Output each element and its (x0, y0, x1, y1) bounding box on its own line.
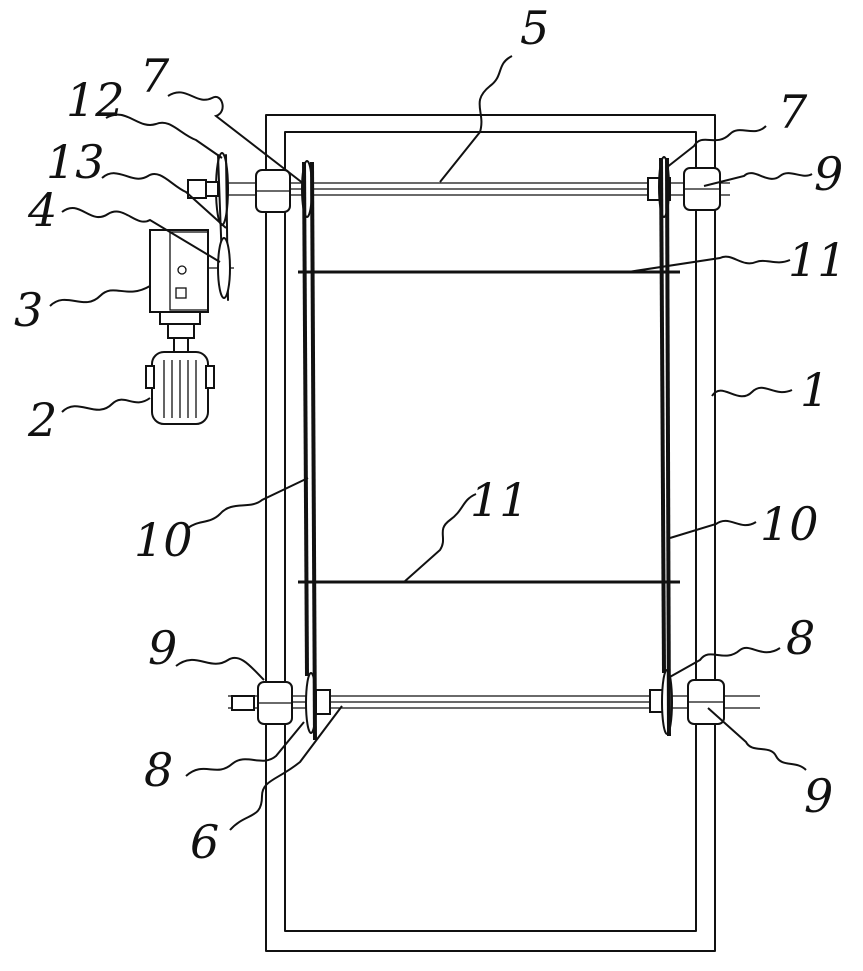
label-upper-right-bearing: 9 (814, 147, 843, 201)
label-motor: 2 (27, 393, 57, 447)
label-upper-right-sprocket: 7 (778, 85, 808, 139)
label-upper-crossbar: 11 (788, 233, 847, 287)
label-reducer-sprocket: 4 (27, 183, 57, 237)
motor (145, 323, 215, 425)
leader-line-right-chain (669, 519, 757, 539)
leader-line-upper-crossbar (627, 255, 791, 273)
leader-line-lower-crossbar (403, 493, 477, 583)
label-left-chain: 10 (134, 513, 193, 567)
leader-line-upper-shaft (439, 55, 513, 183)
label-lower-left-bearing: 9 (148, 621, 177, 675)
label-lower-shaft: 6 (190, 815, 219, 869)
label-reducer: 3 (14, 283, 43, 337)
leader-line-lower-left-sprocket (185, 721, 305, 777)
leader-line-motor (61, 397, 151, 413)
reducer-sprocket (217, 237, 231, 299)
leader-line-upper-right-sprocket (665, 125, 767, 169)
outer-frame (265, 114, 716, 952)
leader-line-upper-right-bearing (703, 172, 813, 187)
leader-line-left-chain (187, 477, 309, 529)
lower-shaft-end-left (231, 695, 255, 711)
inner-frame (284, 131, 697, 932)
leader-line-frame (711, 386, 793, 398)
lower-shaft-collar-left (315, 689, 331, 715)
bearing-upper-left (255, 169, 291, 213)
label-drive-chain: 13 (46, 135, 105, 189)
leader-line-lower-shaft (229, 705, 343, 831)
leader-line-reducer (49, 285, 151, 307)
label-frame: 1 (800, 363, 829, 417)
label-drive-sprocket: 12 (66, 73, 125, 127)
leader-line-drive-chain (101, 172, 227, 229)
label-lower-left-sprocket: 8 (144, 743, 173, 797)
label-lower-right-bearing: 9 (804, 769, 833, 823)
leader-line-lower-right-sprocket (667, 647, 781, 679)
leader-line-upper-left-sprocket (167, 91, 305, 185)
label-upper-left-sprocket: 7 (140, 49, 170, 103)
right-chain (659, 157, 671, 737)
left-chain (302, 161, 317, 741)
gear-reducer (149, 229, 234, 325)
leader-line-lower-right-bearing (707, 707, 807, 771)
label-right-chain: 10 (760, 497, 819, 551)
bearing-lower-left (257, 681, 293, 725)
label-lower-crossbar: 11 (470, 473, 529, 527)
bearing-upper-right (683, 167, 721, 211)
label-lower-right-sprocket: 8 (786, 611, 815, 665)
leader-line-reducer-sprocket (61, 207, 221, 263)
leader-line-drive-sprocket (105, 113, 223, 159)
leader-line-lower-left-bearing (175, 657, 265, 681)
label-upper-shaft: 5 (520, 1, 549, 55)
